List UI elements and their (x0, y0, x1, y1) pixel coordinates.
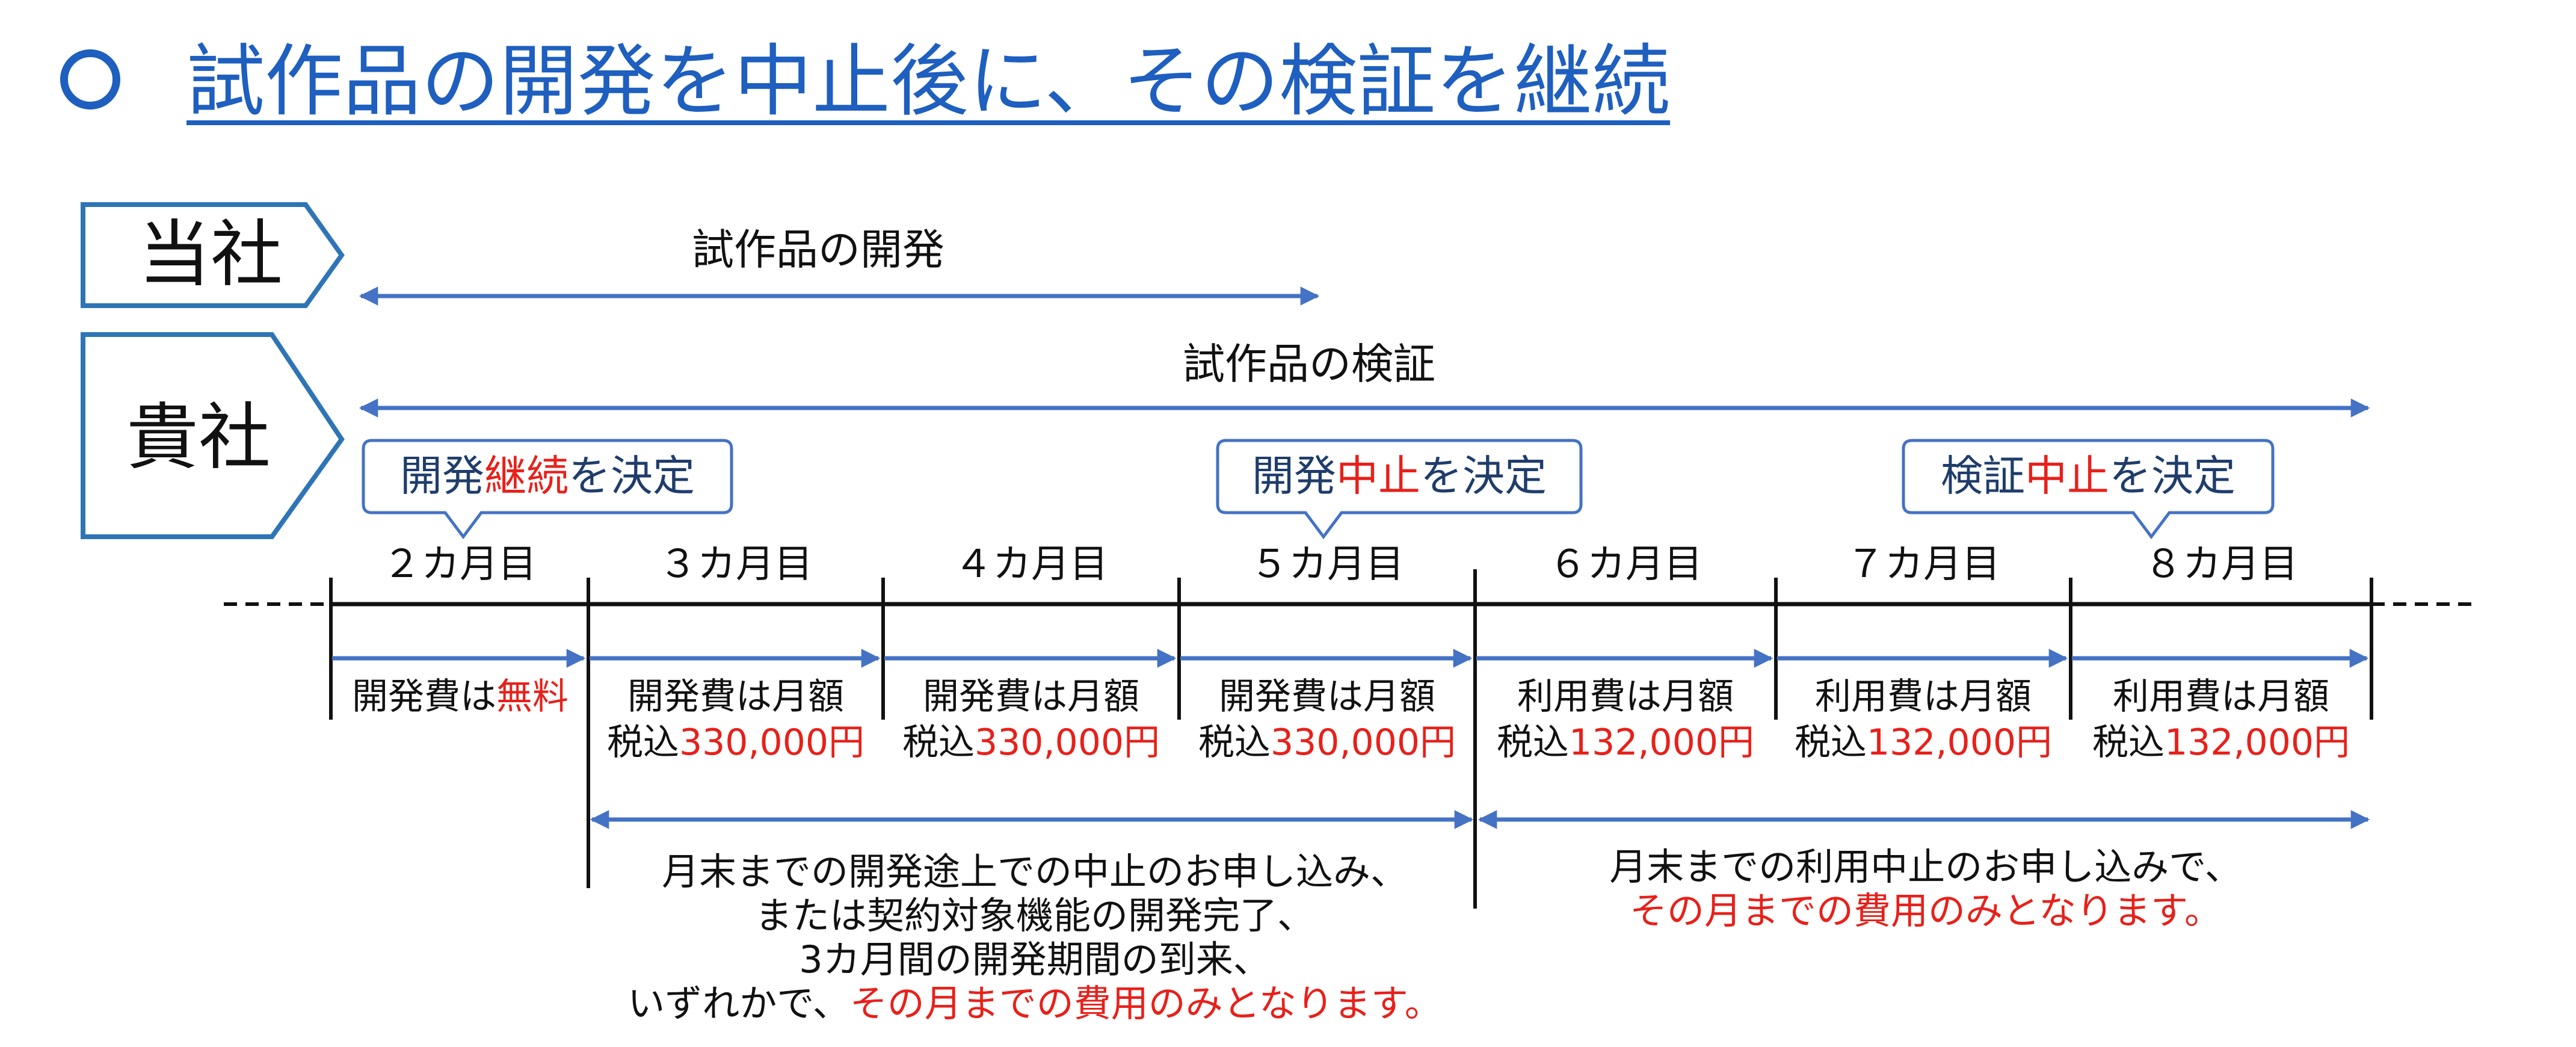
fee-text: 開発費は無料 (352, 676, 569, 718)
row-label-yours-shape (81, 332, 345, 539)
fee-text: 利用費は月額 税込132,000円 (2092, 676, 2350, 764)
row-label-ours: 当社 (138, 213, 283, 297)
fee-text: 利用費は月額 税込132,000円 (1794, 676, 2053, 764)
callout-continue: 開発継続を決定 (400, 451, 695, 501)
verification-span-label: 試作品の検証 (1183, 339, 1435, 389)
month-label: ３カ月目 (659, 542, 813, 587)
month-label: ４カ月目 (954, 542, 1108, 587)
callout-stop-verify-shape (1902, 439, 2275, 540)
row-label-ours-shape (81, 202, 345, 308)
fee-text: 開発費は月額 税込330,000円 (902, 676, 1160, 764)
fee-text: 利用費は月額 税込132,000円 (1496, 676, 1755, 764)
callout-stop-dev-shape (1216, 439, 1583, 540)
month-label: ７カ月目 (1846, 542, 2000, 587)
development-period-note: 月末までの開発途上での中止のお申し込み、 または契約対象機能の開発完了、 3カ月… (627, 850, 1442, 1026)
month-label: ６カ月目 (1548, 542, 1702, 587)
usage-period-note: 月末までの利用中止のお申し込みで、 その月までの費用のみとなります。 (1609, 845, 2242, 933)
callout-stop-development: 開発中止を決定 (1252, 451, 1547, 501)
callout-stop-verification: 検証中止を決定 (1941, 451, 2236, 501)
page-title: 試作品の開発を中止後に、その検証を継続 (186, 36, 1671, 127)
month-label: ５カ月目 (1250, 542, 1404, 587)
month-label: ８カ月目 (2144, 542, 2298, 587)
development-span-label: 試作品の開発 (692, 225, 944, 274)
row-label-yours: 貴社 (126, 396, 271, 480)
fee-text: 開発費は月額 税込330,000円 (1198, 676, 1456, 764)
month-label: ２カ月目 (383, 542, 537, 587)
callout-continue-shape (362, 439, 733, 540)
fee-text: 開発費は月額 税込330,000円 (606, 676, 865, 764)
